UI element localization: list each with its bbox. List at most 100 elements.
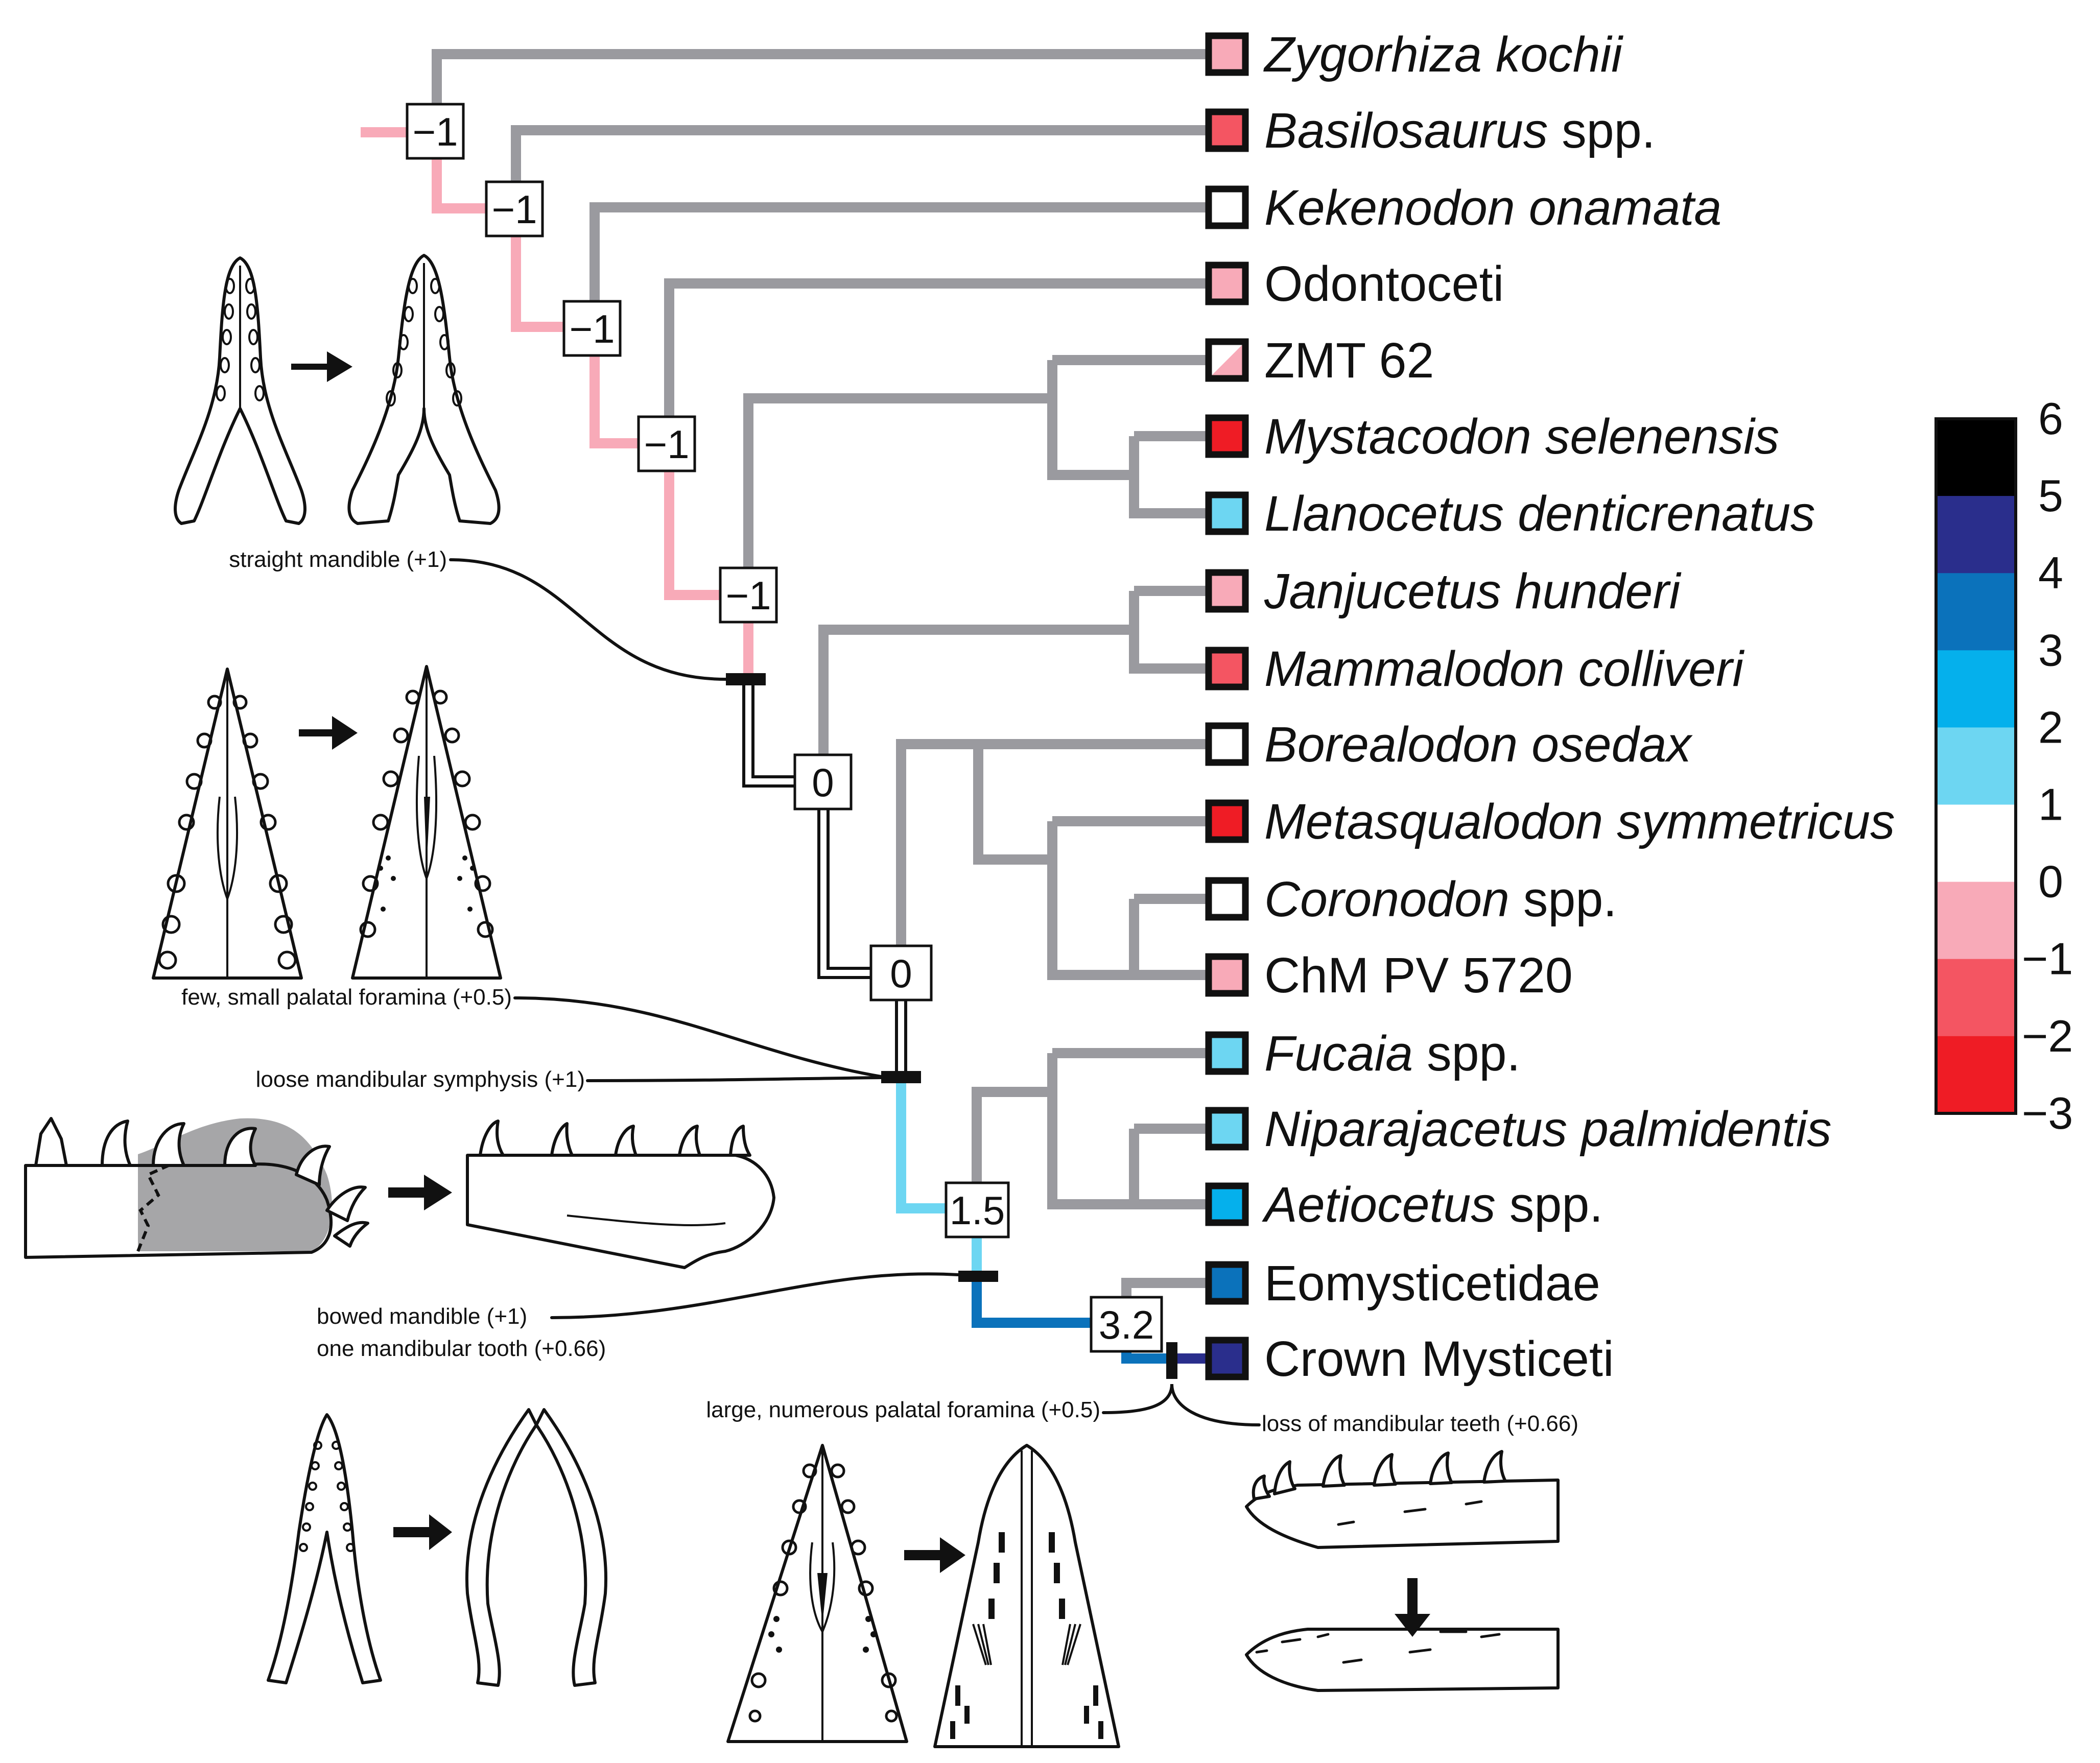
taxon-label-part: Odontoceti bbox=[1264, 256, 1504, 312]
tree-branches bbox=[361, 49, 1206, 1364]
node-value: −1 bbox=[644, 422, 690, 467]
arrow-icon bbox=[388, 1175, 452, 1210]
taxon-label-part: Borealodon osedax bbox=[1264, 717, 1693, 772]
taxon-square bbox=[1205, 877, 1249, 921]
node-value: 1.5 bbox=[950, 1188, 1005, 1233]
taxon-label-part: Zygorhiza kochii bbox=[1263, 27, 1623, 82]
alveoli bbox=[216, 278, 265, 401]
scale-label: −1 bbox=[2022, 934, 2073, 984]
node-boxes: −1 −1 −1 −1 −1 0 0 1.5 3.2 bbox=[406, 103, 1163, 1353]
arrow-icon bbox=[299, 716, 358, 750]
taxon-label-part: Mammalodon colliveri bbox=[1264, 641, 1744, 697]
taxon-square bbox=[1205, 953, 1249, 997]
scale-cell bbox=[1936, 1036, 2016, 1114]
taxon-square bbox=[1205, 414, 1249, 458]
node-value: 0 bbox=[890, 951, 912, 996]
scale-cell bbox=[1936, 804, 2016, 883]
scale-label: 0 bbox=[2038, 856, 2063, 907]
annotation-palatal-small: few, small palatal foramina (+0.5) bbox=[181, 985, 512, 1010]
node-value: −1 bbox=[413, 109, 458, 154]
taxon-label-part: Metasqualodon symmetricus bbox=[1264, 794, 1895, 849]
arrow-icon bbox=[291, 351, 352, 382]
taxon-label-part: Eomysticetidae bbox=[1264, 1255, 1600, 1311]
scale-cell bbox=[1936, 419, 2016, 496]
taxon-square bbox=[1205, 185, 1249, 229]
taxon-label: Eomysticetidae bbox=[1264, 1255, 1600, 1311]
taxon-square bbox=[1205, 647, 1249, 690]
taxon-square bbox=[1205, 1261, 1249, 1305]
taxon-label-part: Llanocetus denticrenatus bbox=[1264, 486, 1815, 541]
illustration-mandible-bowing bbox=[267, 1408, 607, 1687]
annotation-straight-mandible: straight mandible (+1) bbox=[229, 547, 447, 572]
taxon-square bbox=[1205, 722, 1249, 766]
scale-label: 1 bbox=[2038, 779, 2063, 830]
scale-label: 5 bbox=[2038, 470, 2063, 521]
taxon-label: Coronodon spp. bbox=[1264, 871, 1617, 927]
taxon-label: Llanocetus denticrenatus bbox=[1264, 486, 1815, 541]
node-value: 0 bbox=[812, 760, 834, 805]
taxon-square bbox=[1205, 32, 1249, 76]
taxon-label-part: Crown Mysticeti bbox=[1264, 1331, 1614, 1387]
taxon-label: Fucaia spp. bbox=[1264, 1026, 1520, 1081]
scale-cell bbox=[1936, 882, 2016, 960]
taxon-label: Aetiocetus spp. bbox=[1262, 1177, 1603, 1232]
illustration-mandible-straightening bbox=[174, 254, 501, 525]
scale-label: 3 bbox=[2038, 625, 2063, 675]
taxon-square bbox=[1205, 569, 1249, 613]
taxon-label-part: Kekenodon onamata bbox=[1264, 180, 1721, 235]
taxon-label-part: spp. bbox=[1496, 1177, 1603, 1232]
taxon-label-part: spp. bbox=[1413, 1026, 1520, 1081]
taxon-label-part: spp. bbox=[1548, 103, 1655, 158]
scale-frame bbox=[1934, 417, 2017, 1115]
taxon-label: Basilosaurus spp. bbox=[1264, 103, 1656, 158]
taxon-label: Mystacodon selenensis bbox=[1264, 409, 1779, 464]
taxon-label: Crown Mysticeti bbox=[1264, 1331, 1614, 1387]
taxon-square bbox=[1205, 108, 1249, 152]
node-value: 3.2 bbox=[1099, 1302, 1154, 1347]
taxon-label-part: Coronodon bbox=[1264, 871, 1509, 927]
scale-label: 2 bbox=[2038, 702, 2063, 752]
taxon-label: Mammalodon colliveri bbox=[1264, 641, 1744, 697]
illustration-palate-large-foramina bbox=[726, 1444, 1120, 1748]
annotations: straight mandible (+1) few, small palata… bbox=[181, 547, 1578, 1436]
annotation-loss-teeth: loss of mandibular teeth (+0.66) bbox=[1262, 1411, 1578, 1436]
arrow-icon bbox=[904, 1537, 965, 1573]
taxon-label-part: Basilosaurus bbox=[1264, 103, 1548, 158]
taxon-label: Metasqualodon symmetricus bbox=[1264, 794, 1895, 849]
illustration-tooth-loss bbox=[1245, 1450, 1560, 1692]
arrow-icon bbox=[393, 1514, 452, 1550]
taxon-label: Zygorhiza kochii bbox=[1263, 27, 1623, 82]
taxon-square bbox=[1205, 1107, 1249, 1151]
taxon-label: Janjucetus hunderi bbox=[1264, 563, 1682, 619]
change-bars bbox=[726, 673, 1177, 1379]
alveoli bbox=[386, 278, 462, 407]
taxon-label-part: Niparajacetus palmidentis bbox=[1264, 1101, 1832, 1157]
taxon-label-part: Fucaia bbox=[1264, 1026, 1413, 1081]
taxon-squares bbox=[1205, 32, 1249, 1380]
scale-cell bbox=[1936, 727, 2016, 805]
scale-label: 6 bbox=[2038, 393, 2063, 444]
taxon-label: Odontoceti bbox=[1264, 256, 1504, 312]
taxon-label-part: ZMT 62 bbox=[1264, 332, 1434, 388]
taxon-label: Kekenodon onamata bbox=[1264, 180, 1721, 235]
taxon-label: Borealodon osedax bbox=[1264, 717, 1693, 772]
annotation-one-tooth: one mandibular tooth (+0.66) bbox=[317, 1336, 606, 1361]
scale-cell bbox=[1936, 959, 2016, 1037]
gray-branches bbox=[432, 49, 1206, 1318]
taxon-square bbox=[1205, 1182, 1249, 1226]
node-value: −1 bbox=[492, 187, 537, 232]
taxon-label-part: spp. bbox=[1509, 871, 1617, 927]
taxon-label-part: ChM PV 5720 bbox=[1264, 947, 1573, 1003]
scale-cell bbox=[1936, 496, 2016, 574]
taxon-label-part: Aetiocetus bbox=[1262, 1177, 1496, 1232]
taxon-label: ZMT 62 bbox=[1264, 332, 1434, 388]
taxon-label-part: Mystacodon selenensis bbox=[1264, 409, 1779, 464]
scale-label: 4 bbox=[2038, 547, 2063, 598]
illustration-jaw-lateral bbox=[24, 1117, 775, 1269]
taxon-square bbox=[1205, 338, 1249, 382]
taxon-label-part: Janjucetus hunderi bbox=[1264, 563, 1682, 619]
taxon-label: Niparajacetus palmidentis bbox=[1264, 1101, 1832, 1157]
